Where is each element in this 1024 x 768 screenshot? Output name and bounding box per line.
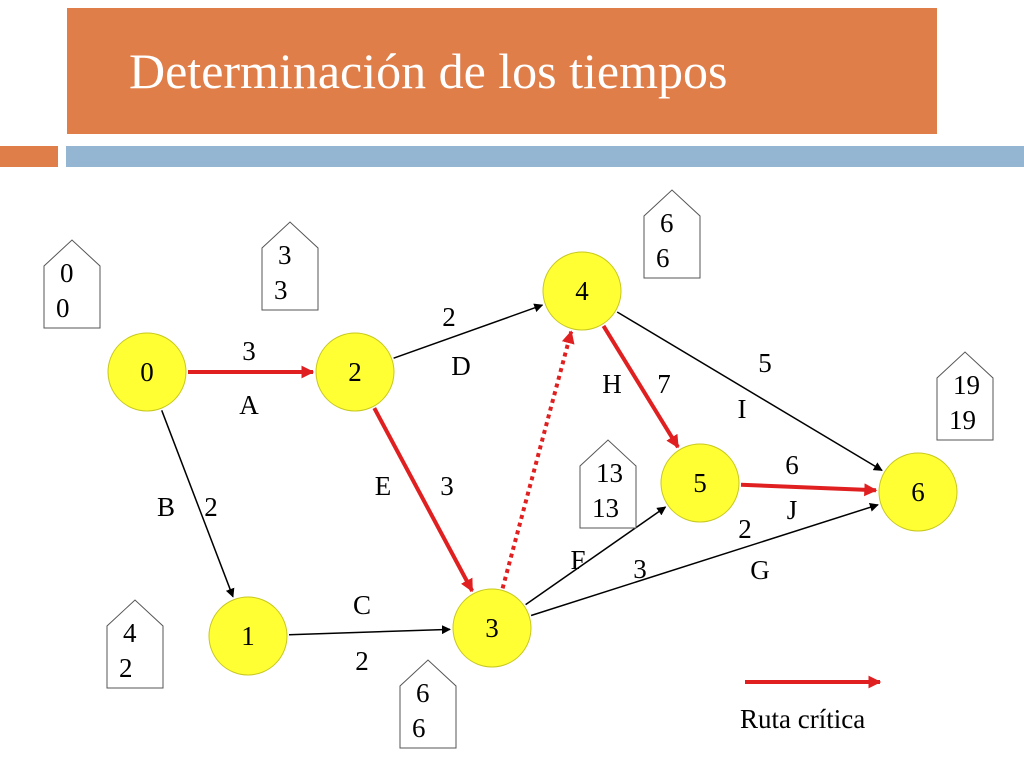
event-node-circle	[107, 332, 187, 412]
time-box-node-1: 42	[106, 599, 164, 689]
event-node-label: 5	[693, 468, 707, 498]
time-box-outline	[936, 351, 994, 441]
early-time: 3	[278, 240, 292, 270]
event-node-0: 0	[107, 332, 187, 412]
late-time: 2	[119, 653, 133, 683]
activity-arrow-i	[616, 311, 883, 472]
activity-duration-f: 3	[633, 554, 647, 584]
activity-arrow-d	[393, 303, 544, 359]
late-time: 6	[656, 243, 670, 273]
activity-duration-h: 7	[657, 369, 671, 399]
event-node-1: 1	[208, 596, 288, 676]
accent-strip-orange	[0, 146, 58, 167]
event-node-3: 3	[452, 588, 532, 668]
early-time: 4	[123, 618, 137, 648]
activity-letter-c: C	[353, 590, 371, 620]
activity-letter-b: B	[157, 492, 175, 522]
early-time: 13	[596, 458, 623, 488]
event-node-circle	[878, 452, 958, 532]
activity-arrow-h	[601, 324, 680, 449]
activity-letter-h: H	[602, 369, 622, 399]
event-node-label: 2	[348, 357, 362, 387]
event-node-label: 6	[911, 477, 925, 507]
event-node-label: 3	[485, 613, 499, 643]
activity-duration-c: 2	[355, 646, 369, 676]
time-box-outline	[106, 599, 164, 689]
activity-arrow-c	[288, 625, 451, 636]
event-node-label: 4	[575, 276, 589, 306]
event-node-label: 1	[241, 621, 255, 651]
activity-letter-a: A	[239, 390, 259, 420]
page-title: Determinación de los tiempos	[129, 43, 728, 99]
activity-duration-g: 2	[738, 514, 752, 544]
event-node-4: 4	[542, 251, 622, 331]
time-box-outline	[399, 659, 457, 749]
time-box-outline	[261, 221, 319, 311]
activity-letter-g: G	[750, 555, 770, 585]
late-time: 0	[56, 293, 70, 323]
activity-duration-a: 3	[242, 336, 256, 366]
time-box-outline	[43, 239, 101, 329]
legend-label: Ruta crítica	[740, 704, 865, 734]
activity-duration-e: 3	[440, 471, 454, 501]
activity-letter-i: I	[738, 394, 747, 424]
event-node-5: 5	[660, 443, 740, 523]
late-time: 6	[412, 713, 426, 743]
activity-letter-j: J	[787, 495, 798, 525]
late-time: 13	[592, 493, 619, 523]
early-time: 0	[60, 258, 74, 288]
event-node-2: 2	[315, 332, 395, 412]
time-box-node-0: 00	[43, 239, 101, 329]
activity-letter-f: F	[570, 545, 585, 575]
time-box-node-4: 66	[643, 189, 701, 279]
event-node-circle	[315, 332, 395, 412]
event-node-circle	[660, 443, 740, 523]
activity-arrow-j	[740, 482, 878, 497]
early-time: 6	[660, 208, 674, 238]
activity-arrow-f	[525, 506, 667, 606]
accent-strip-blue	[66, 146, 1024, 167]
time-box-node-3: 66	[399, 659, 457, 749]
event-node-circle	[542, 251, 622, 331]
activity-arrow-e	[372, 407, 474, 593]
event-node-circle	[208, 596, 288, 676]
early-time: 19	[953, 370, 980, 400]
early-time: 6	[416, 678, 430, 708]
event-node-circle	[452, 588, 532, 668]
event-node-6: 6	[878, 452, 958, 532]
activity-arrow-dummy	[500, 330, 575, 589]
activity-arrow-g	[530, 502, 879, 617]
time-box-node-2: 33	[261, 221, 319, 311]
time-box-outline	[579, 439, 637, 529]
activity-letter-d: D	[451, 351, 471, 381]
title-bar: Determinación de los tiempos	[67, 8, 937, 134]
activity-duration-b: 2	[204, 492, 218, 522]
activity-duration-d: 2	[442, 302, 456, 332]
late-time: 19	[949, 405, 976, 435]
activity-duration-i: 5	[758, 348, 772, 378]
late-time: 3	[274, 275, 288, 305]
activity-arrow-b	[160, 410, 235, 598]
event-node-label: 0	[140, 357, 154, 387]
activity-duration-j: 6	[785, 450, 799, 480]
activity-letter-e: E	[375, 471, 392, 501]
time-box-outline	[643, 189, 701, 279]
